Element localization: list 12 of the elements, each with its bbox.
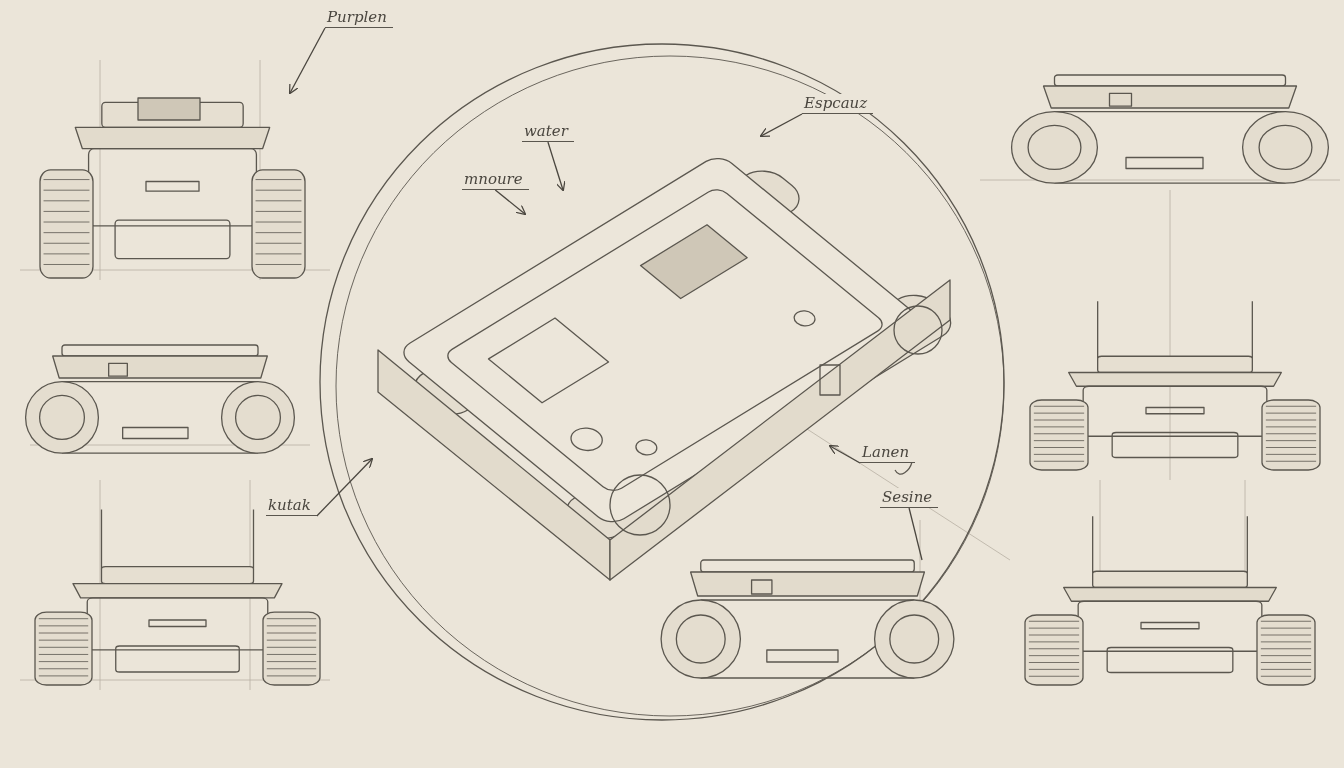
leader-arrow [759, 113, 803, 138]
leader-arrow [316, 457, 374, 517]
leader-arrow [288, 27, 326, 95]
handwritten-label: kutak [266, 496, 317, 516]
leader-arrow [494, 189, 527, 216]
leader-arrow [547, 141, 566, 192]
handwritten-label: Espcauz [802, 94, 874, 114]
handwritten-label: Sesine [880, 488, 939, 508]
handwritten-label: Purplen [325, 8, 393, 28]
handwritten-label: Lanen [860, 443, 916, 463]
handwritten-label: water [522, 122, 574, 142]
leader-arrow [828, 444, 861, 464]
